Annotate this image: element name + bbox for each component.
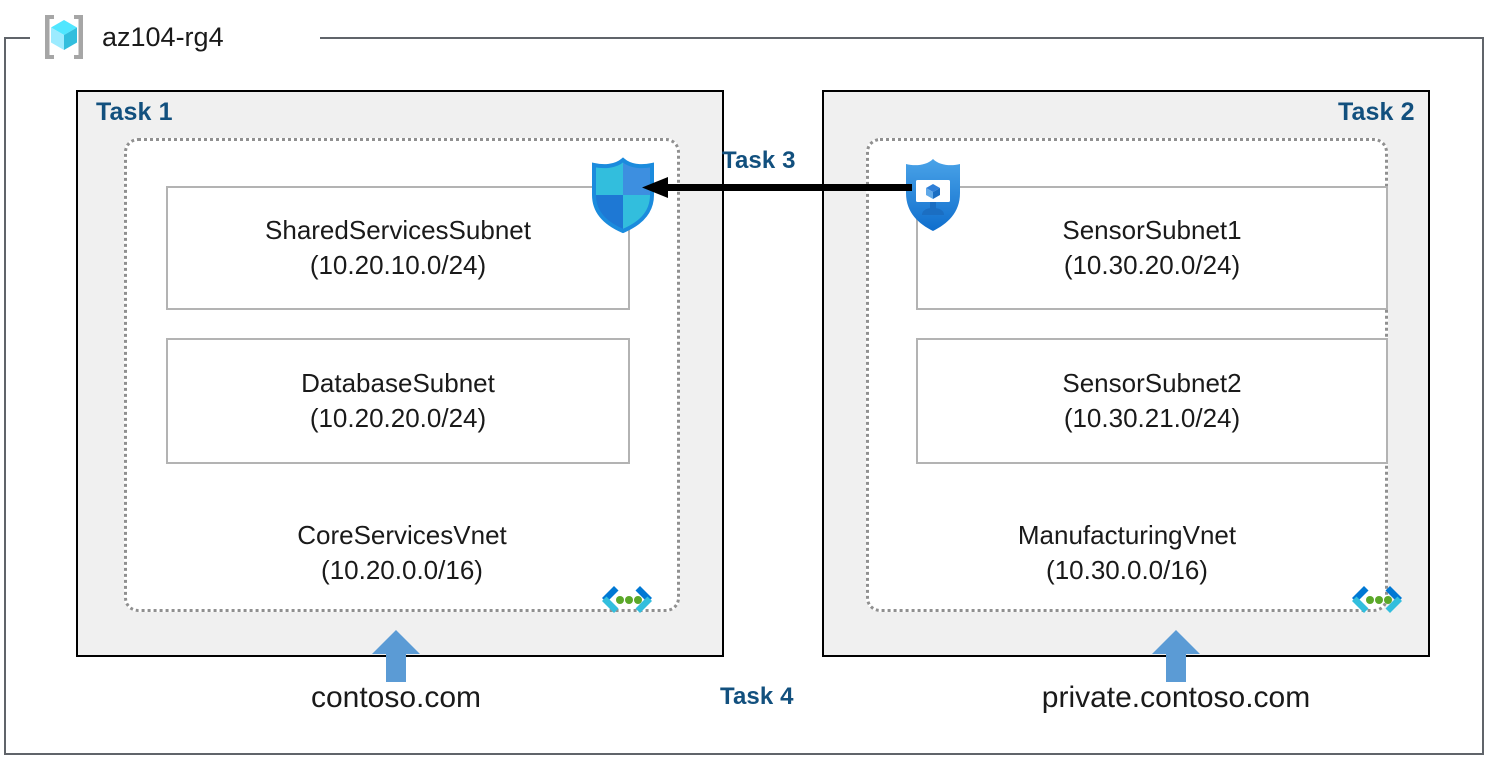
- subnet-name: DatabaseSubnet: [301, 368, 495, 399]
- resource-group-frame: [4, 37, 1484, 755]
- up-arrow-icon: [1152, 630, 1200, 682]
- task-2-label: Task 2: [1338, 98, 1415, 126]
- application-security-group-shield-icon: [900, 155, 966, 235]
- dns-zone-label-right: private.contoso.com: [1041, 681, 1311, 714]
- subnet-name: SharedServicesSubnet: [265, 215, 531, 246]
- task-4-label: Task 4: [720, 683, 794, 710]
- subnet-sensor1: SensorSubnet1 (10.30.20.0/24): [916, 186, 1388, 310]
- dns-zone-label-left: contoso.com: [310, 681, 482, 714]
- subnet-name: SensorSubnet1: [1062, 215, 1242, 246]
- subnet-cidr: (10.30.21.0/24): [1063, 403, 1241, 433]
- subnet-cidr: (10.30.20.0/24): [1063, 250, 1241, 280]
- virtual-network-icon: [1346, 583, 1408, 627]
- vnet-name: CoreServicesVnet: [297, 520, 507, 550]
- subnet-sharedservices: SharedServicesSubnet (10.20.10.0/24): [166, 186, 630, 310]
- task-3-label: Task 3: [722, 147, 796, 174]
- subnet-cidr: (10.20.20.0/24): [309, 403, 487, 433]
- resource-group-title-gap: [30, 22, 320, 54]
- resource-group-title: az104-rg4: [38, 8, 224, 66]
- vnet-coreservices-caption: CoreServicesVnet (10.20.0.0/16): [124, 518, 680, 587]
- network-security-group-shield-icon: [585, 155, 661, 235]
- task-1-label: Task 1: [96, 98, 173, 126]
- virtual-network-icon: [596, 583, 658, 627]
- vnet-peering-arrow: [640, 176, 912, 200]
- vnet-cidr: (10.20.0.0/16): [321, 554, 483, 585]
- resource-group-name: az104-rg4: [102, 21, 224, 52]
- vnet-name: ManufacturingVnet: [1017, 520, 1237, 550]
- subnet-cidr: (10.20.10.0/24): [309, 250, 487, 280]
- vnet-cidr: (10.30.0.0/16): [1046, 554, 1208, 585]
- subnet-database: DatabaseSubnet (10.20.20.0/24): [166, 338, 630, 464]
- subnet-name: SensorSubnet2: [1062, 368, 1242, 399]
- up-arrow-icon: [372, 630, 420, 682]
- resource-group-cube-icon: [38, 11, 90, 63]
- subnet-sensor2: SensorSubnet2 (10.30.21.0/24): [916, 338, 1388, 464]
- vnet-manufacturing-caption: ManufacturingVnet (10.30.0.0/16): [866, 518, 1388, 587]
